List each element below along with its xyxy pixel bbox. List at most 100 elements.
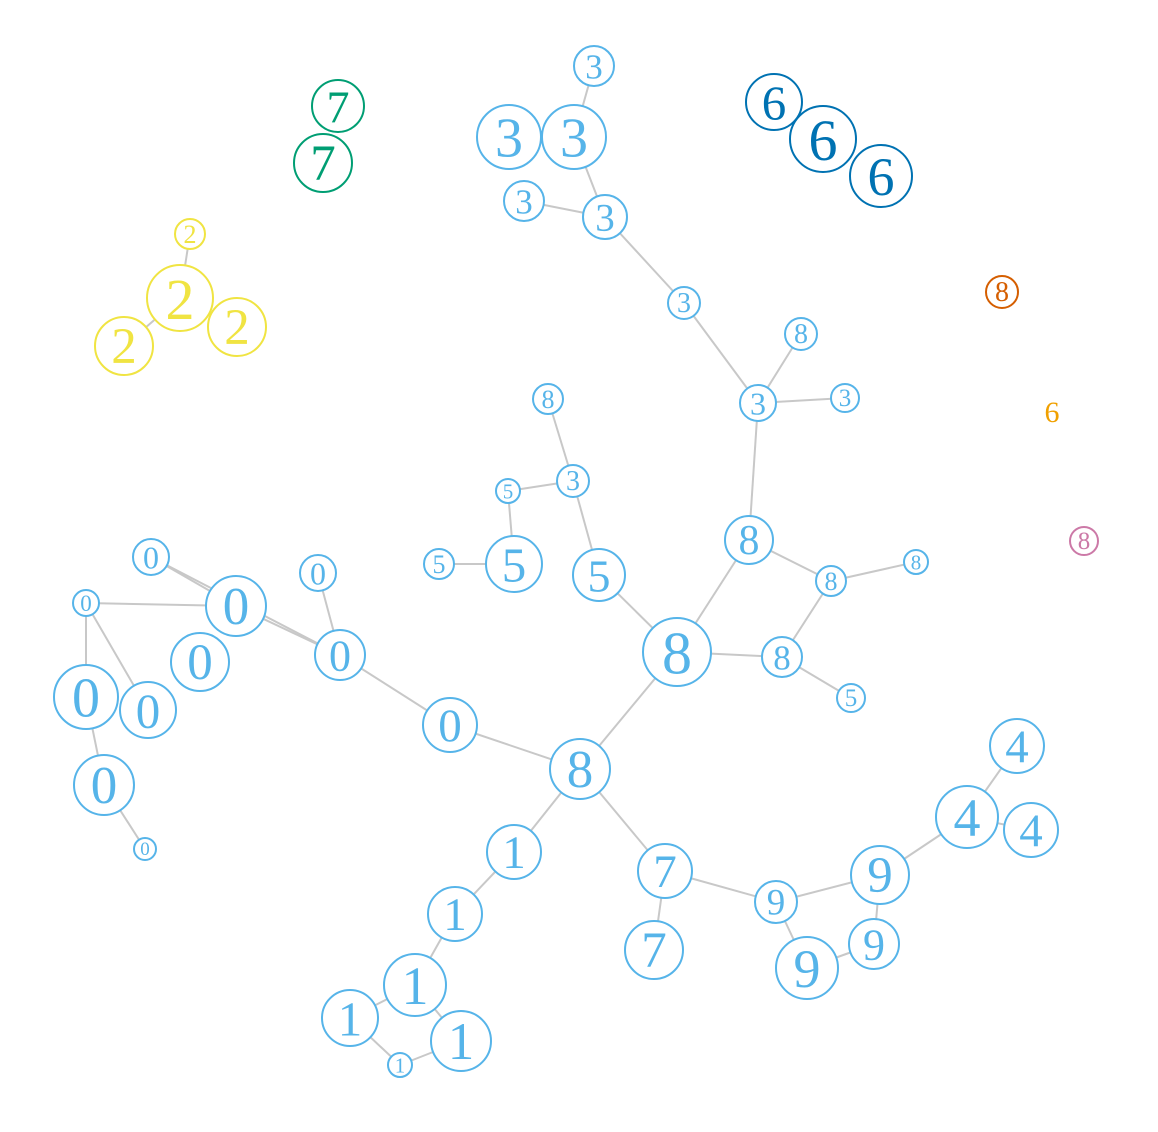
node-circle xyxy=(532,383,564,415)
graph-node: 1 xyxy=(321,989,379,1047)
node-label: 8 xyxy=(567,741,594,799)
node-label: 0 xyxy=(80,591,92,616)
node-circle xyxy=(133,837,157,861)
node-circle xyxy=(383,953,447,1017)
graph-node: 1 xyxy=(383,953,447,1017)
node-label: 1 xyxy=(395,1053,406,1077)
node-circle xyxy=(1069,526,1099,556)
graph-node: 0 xyxy=(119,681,177,739)
node-label: 4 xyxy=(1019,805,1043,857)
node-circle xyxy=(784,317,818,351)
graph-node: 8 xyxy=(532,383,564,415)
graph-node: 7 xyxy=(293,133,353,193)
node-label: 5 xyxy=(588,551,611,602)
node-label: 8 xyxy=(825,567,838,596)
node-circle xyxy=(132,538,170,576)
node-circle xyxy=(850,845,910,905)
node-circle xyxy=(299,554,337,592)
graph-node: 5 xyxy=(485,535,543,593)
node-circle xyxy=(549,738,611,800)
node-circle xyxy=(314,629,366,681)
node-circle xyxy=(989,718,1045,774)
graph-node: 8 xyxy=(761,636,803,678)
node-label: 2 xyxy=(166,267,195,332)
graph-node: 3 xyxy=(573,45,615,87)
node-label: 8 xyxy=(1078,528,1091,555)
node-label: 0 xyxy=(91,757,118,815)
node-label: 4 xyxy=(954,788,981,848)
graph-node: 2 xyxy=(146,264,214,332)
graph-node: 0 xyxy=(314,629,366,681)
node-label: 1 xyxy=(502,827,526,879)
node-label: 5 xyxy=(845,685,858,712)
graph-node: 0 xyxy=(170,632,230,692)
node-circle xyxy=(1035,395,1069,429)
node-circle xyxy=(572,548,626,602)
node-label: 6 xyxy=(1045,396,1060,429)
node-label: 3 xyxy=(560,107,588,169)
node-label: 3 xyxy=(677,288,691,319)
node-circle xyxy=(321,989,379,1047)
node-circle xyxy=(170,632,230,692)
graph-node: 8 xyxy=(815,565,847,597)
node-label: 5 xyxy=(433,550,446,579)
node-label: 3 xyxy=(585,47,603,86)
graph-node: 1 xyxy=(486,824,542,880)
node-circle xyxy=(754,880,798,924)
node-circle xyxy=(637,843,693,899)
node-label: 2 xyxy=(184,220,197,249)
graph-node: 8 xyxy=(784,317,818,351)
node-circle xyxy=(503,180,545,222)
node-circle xyxy=(830,383,860,413)
graph-node: 9 xyxy=(754,880,798,924)
node-circle xyxy=(423,548,455,580)
graph-node: 7 xyxy=(624,920,684,980)
graph-node: 8 xyxy=(903,549,929,575)
node-label: 0 xyxy=(223,578,250,636)
graph-node: 4 xyxy=(935,785,999,849)
graph-node: 1 xyxy=(427,886,483,942)
node-circle xyxy=(985,275,1019,309)
node-circle xyxy=(624,920,684,980)
node-circle xyxy=(422,697,478,753)
graph-node: 2 xyxy=(94,316,154,376)
graph-node: 3 xyxy=(830,383,860,413)
node-circle xyxy=(849,144,913,208)
node-circle xyxy=(495,478,521,504)
graph-node: 0 xyxy=(72,589,100,617)
node-circle xyxy=(739,384,777,422)
node-label: 4 xyxy=(1005,721,1029,773)
node-circle xyxy=(789,105,857,173)
node-label: 1 xyxy=(448,1013,475,1071)
graph-node: 5 xyxy=(836,683,866,713)
graph-node: 2 xyxy=(207,297,267,357)
node-label: 2 xyxy=(224,300,250,356)
graph-node: 0 xyxy=(132,538,170,576)
node-label: 0 xyxy=(310,556,326,592)
graph-node: 3 xyxy=(667,286,701,320)
node-circle xyxy=(72,589,100,617)
node-circle xyxy=(205,575,267,637)
graph-node: 3 xyxy=(476,104,542,170)
node-label: 0 xyxy=(143,540,159,576)
node-label: 2 xyxy=(111,319,137,375)
node-label: 1 xyxy=(443,889,467,941)
node-circle xyxy=(119,681,177,739)
graph-node: 9 xyxy=(775,936,839,1000)
graph-node: 7 xyxy=(637,843,693,899)
graph-node: 0 xyxy=(299,554,337,592)
node-label: 6 xyxy=(868,147,895,207)
node-label: 3 xyxy=(750,386,766,422)
graph-node: 5 xyxy=(423,548,455,580)
graph-node: 6 xyxy=(745,73,803,131)
node-circle xyxy=(486,824,542,880)
node-circle xyxy=(146,264,214,332)
graph-node: 3 xyxy=(556,464,590,498)
node-label: 0 xyxy=(72,667,100,729)
node-circle xyxy=(724,515,774,565)
graph-node: 9 xyxy=(850,845,910,905)
node-label: 6 xyxy=(762,76,787,131)
graph-node: 8 xyxy=(985,275,1019,309)
node-circle xyxy=(53,664,119,730)
